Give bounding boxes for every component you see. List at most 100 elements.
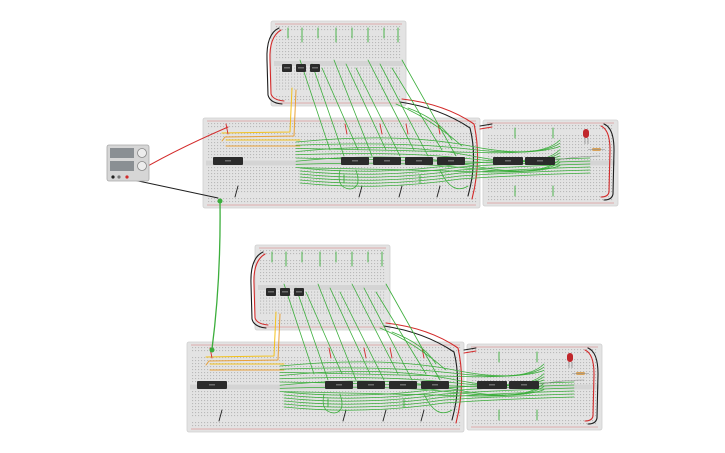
jumper-wire-red	[389, 347, 393, 359]
breadboard-holes	[192, 357, 461, 383]
current-knob-icon[interactable]	[137, 161, 147, 171]
breadboard-center-channel	[274, 61, 403, 66]
breadboard-main[interactable]	[202, 117, 481, 209]
rail-wire-red	[463, 350, 477, 354]
breadboard-holes	[472, 359, 597, 385]
jumper-wire-green	[299, 172, 591, 187]
ic-chip-main[interactable]	[325, 381, 353, 389]
jumper-wire-green	[355, 67, 401, 157]
ic-chip-marking	[505, 160, 511, 162]
resistor[interactable]	[588, 148, 605, 151]
led-indicator[interactable]	[567, 353, 573, 368]
led-lead	[555, 155, 601, 161]
jumper-wire-yellow	[205, 311, 277, 358]
terminal-negative[interactable]	[111, 175, 115, 179]
jumper-wire-green	[391, 67, 443, 151]
jumper-wire-black	[398, 185, 403, 198]
breadboard-holes	[260, 320, 385, 325]
breadboard-holes	[472, 420, 597, 425]
jumper-wire-green	[423, 393, 453, 414]
jumper-wire-green	[283, 396, 575, 411]
jumper-wire-green	[379, 327, 447, 371]
breadboard-holes	[472, 349, 597, 354]
jumper-wire-green	[311, 63, 345, 157]
jumper-wire-green	[322, 393, 343, 414]
ic-chip-right[interactable]	[525, 157, 555, 165]
rail-wire-black	[250, 251, 267, 329]
jumper-wire-green	[401, 59, 457, 157]
jumper-wire-green	[317, 283, 357, 381]
ic-chip-marking	[352, 160, 358, 162]
ic-chip-main[interactable]	[437, 157, 465, 165]
led-indicator[interactable]	[583, 129, 589, 144]
jumper-wire-green	[299, 169, 591, 184]
jumper-wire-red	[379, 123, 383, 135]
breadboard-center-channel	[258, 285, 387, 290]
breadboard-layer	[186, 20, 619, 433]
jumper-wire-black	[436, 185, 441, 198]
ic-chip-marking	[298, 67, 304, 69]
jumper-wire-green	[333, 59, 373, 157]
ic-chip-main[interactable]	[421, 381, 449, 389]
terminal-positive[interactable]	[125, 175, 129, 179]
breadboard-top[interactable]	[254, 244, 391, 331]
ic-chip-main[interactable]	[373, 157, 401, 165]
ic-chip-main[interactable]	[197, 381, 227, 389]
jumper-wire-red	[421, 347, 425, 359]
jumper-wire-red	[225, 123, 229, 135]
jumper-wire-black	[382, 409, 387, 422]
jumper-wire-green	[367, 59, 415, 151]
breadboard-holes	[192, 347, 461, 352]
ic-chip-top[interactable]	[310, 64, 320, 72]
rail-wire-red	[584, 349, 595, 422]
led-body	[583, 129, 589, 138]
jumper-wire-green	[295, 287, 329, 381]
jumper-wire-red	[405, 123, 409, 135]
breadboard-holes	[192, 422, 461, 427]
rail-wire-red	[479, 126, 493, 130]
voltage-knob-icon[interactable]	[137, 148, 147, 158]
breadboard-holes	[488, 135, 613, 161]
ic-chip-main[interactable]	[389, 381, 417, 389]
jumper-wire-black	[358, 185, 363, 198]
ic-chip-right[interactable]	[509, 381, 539, 389]
ic-chip-marking	[416, 160, 422, 162]
rail-wire-red	[600, 125, 611, 198]
power-supply[interactable]	[106, 144, 150, 182]
resistor[interactable]	[572, 372, 589, 375]
breadboard-top[interactable]	[270, 20, 407, 107]
jumper-wire-black	[218, 409, 223, 422]
power-supply-display-voltage	[110, 148, 134, 158]
jumper-wire-green	[305, 291, 343, 375]
breadboard-holes	[192, 391, 461, 417]
jumper-wire-green	[279, 389, 545, 397]
ic-chip-marking	[537, 160, 543, 162]
wire-joint[interactable]	[217, 198, 223, 204]
rail-wire-black	[266, 27, 283, 105]
jumper-wire-green	[295, 142, 561, 153]
jumper-wire-green	[283, 387, 575, 402]
ic-chip-right[interactable]	[493, 157, 523, 165]
ic-chip-main[interactable]	[213, 157, 243, 165]
ic-chip-top[interactable]	[266, 288, 276, 296]
jumper-wire-green	[283, 283, 315, 375]
ic-chip-marking	[448, 160, 454, 162]
ic-chip-top[interactable]	[280, 288, 290, 296]
jumper-wire-green	[385, 283, 441, 381]
jumper-wire-green	[299, 166, 591, 181]
ic-chip-top[interactable]	[282, 64, 292, 72]
jumper-wire-green	[279, 370, 545, 378]
ic-chip-top[interactable]	[294, 288, 304, 296]
component-layer	[197, 64, 605, 389]
ic-chip-main[interactable]	[357, 381, 385, 389]
ic-chip-right[interactable]	[477, 381, 507, 389]
terminal-ground[interactable]	[117, 175, 121, 179]
led-lead	[539, 379, 585, 385]
ic-chip-top[interactable]	[296, 64, 306, 72]
wire-joint[interactable]	[209, 347, 215, 353]
ic-chip-main[interactable]	[341, 157, 369, 165]
ic-chip-main[interactable]	[405, 157, 433, 165]
rail-wire-red	[269, 29, 285, 102]
ic-chip-marking	[368, 384, 374, 386]
ic-chip-marking	[400, 384, 406, 386]
